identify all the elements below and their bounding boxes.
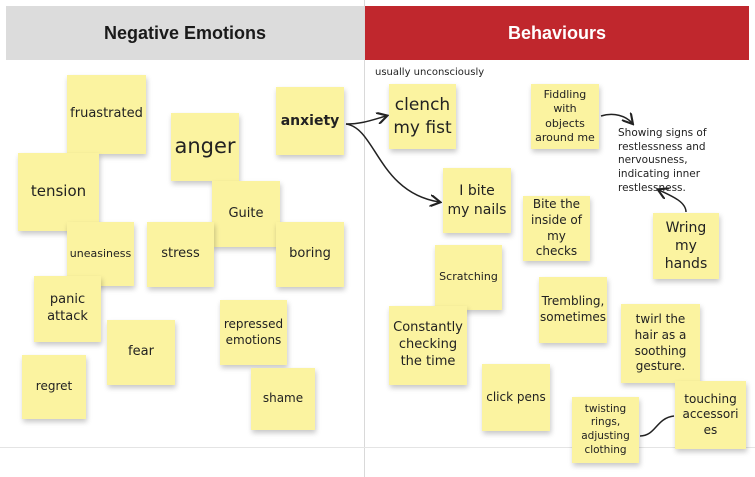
note-regret[interactable]: regret — [22, 355, 86, 419]
note-wring-hands[interactable]: Wring my hands — [653, 213, 719, 279]
note-twirl-hair[interactable]: twirl the hair as a soothing gesture. — [621, 304, 700, 383]
note-twisting-rings[interactable]: twisting rings, adjusting clothing — [572, 397, 639, 463]
behaviours-header: Behaviours — [365, 6, 749, 60]
note-tension[interactable]: tension — [18, 153, 99, 231]
note-stress[interactable]: stress — [147, 222, 214, 287]
note-anger[interactable]: anger — [171, 113, 239, 181]
note-clench-fist[interactable]: clench my fist — [389, 84, 456, 149]
note-fiddling[interactable]: Fiddling with objects around me — [531, 84, 599, 149]
arrow-fiddling-to-signs — [600, 114, 632, 123]
note-uneasiness[interactable]: uneasiness — [67, 222, 134, 286]
note-fruastrated[interactable]: fruastrated — [67, 75, 146, 154]
arrow-anxiety-to-clench — [345, 116, 386, 125]
board-bottom-edge — [0, 447, 755, 448]
note-bite-inside[interactable]: Bite the inside of my checks — [523, 196, 590, 261]
note-guite[interactable]: Guite — [212, 181, 280, 247]
note-boring[interactable]: boring — [276, 222, 344, 287]
arrow-anxiety-to-bite-nails — [345, 123, 439, 202]
note-repressed-emotions[interactable]: repressed emotions — [220, 300, 287, 365]
arrow-wring-to-signs — [659, 190, 687, 213]
note-checking-time[interactable]: Constantly checking the time — [389, 306, 467, 385]
annotation-unconsciously: usually unconsciously — [375, 67, 485, 78]
note-trembling[interactable]: Trembling, sometimes — [539, 277, 607, 343]
note-fear[interactable]: fear — [107, 320, 175, 385]
note-panic-attack[interactable]: panic attack — [34, 276, 101, 342]
negative-emotions-header: Negative Emotions — [6, 6, 364, 60]
note-anxiety[interactable]: anxiety — [276, 87, 344, 155]
note-shame[interactable]: shame — [251, 368, 315, 430]
note-bite-nails[interactable]: I bite my nails — [443, 168, 511, 233]
note-click-pens[interactable]: click pens — [482, 364, 550, 431]
annotation-restlessness: Showing signs of restlessness and nervou… — [618, 127, 707, 194]
column-divider — [364, 0, 365, 477]
note-touching-accessories[interactable]: touching accessori es — [675, 381, 746, 449]
line-twisting-to-touching — [639, 415, 675, 437]
note-scratching[interactable]: Scratching — [435, 245, 502, 310]
